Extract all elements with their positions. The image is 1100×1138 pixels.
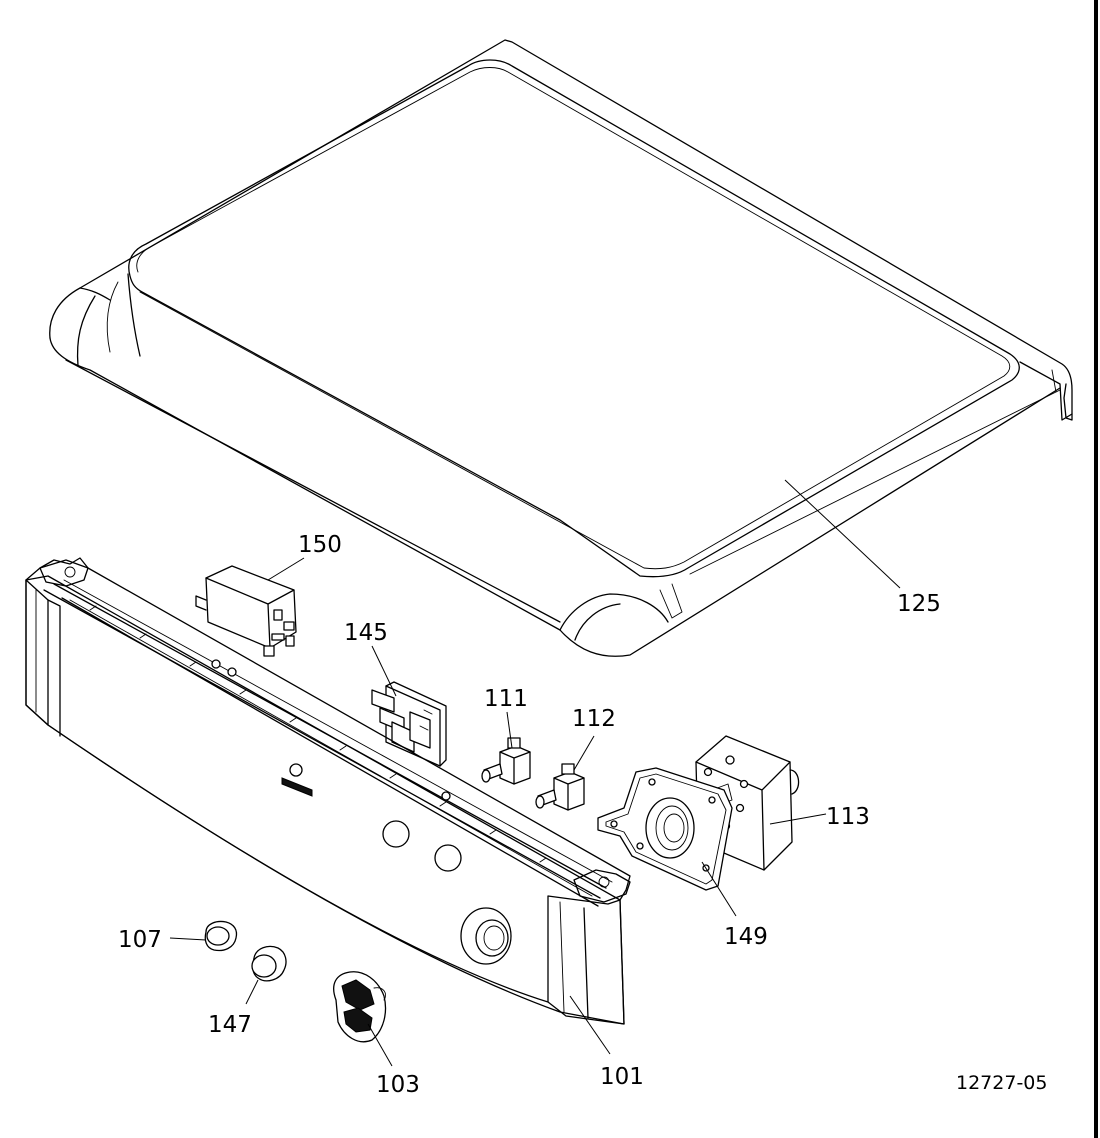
switch-112 (535, 763, 585, 811)
label-125: 125 (897, 591, 941, 617)
gasket-plate (597, 767, 733, 891)
control-panel-fascia (25, 557, 631, 1025)
label-111: 111 (484, 686, 528, 712)
leader-103 (367, 1023, 393, 1067)
button-147 (251, 945, 287, 982)
label-101: 101 (600, 1064, 644, 1090)
top-lid (49, 39, 1073, 657)
leader-111 (506, 711, 513, 749)
leader-112 (573, 735, 595, 771)
label-113: 113 (826, 804, 870, 830)
circuit-board (371, 681, 447, 767)
button-107 (204, 920, 238, 952)
knob-103 (333, 971, 387, 1043)
leader-145 (371, 645, 397, 697)
label-150: 150 (298, 532, 342, 558)
label-147: 147 (208, 1012, 252, 1038)
label-149: 149 (724, 924, 768, 950)
leader-107 (169, 937, 207, 941)
leader-113 (769, 813, 827, 825)
leader-149 (701, 861, 737, 917)
label-103: 103 (376, 1072, 420, 1098)
switch-111 (481, 737, 531, 785)
leader-101 (569, 995, 611, 1055)
leader-150 (267, 557, 305, 581)
relay-block (195, 565, 297, 657)
leader-147 (245, 979, 259, 1005)
label-107: 107 (118, 927, 162, 953)
label-145: 145 (344, 620, 388, 646)
diagram-reference-code: 12727-05 (956, 1072, 1047, 1094)
label-112: 112 (572, 706, 616, 732)
leader-125 (784, 479, 901, 589)
